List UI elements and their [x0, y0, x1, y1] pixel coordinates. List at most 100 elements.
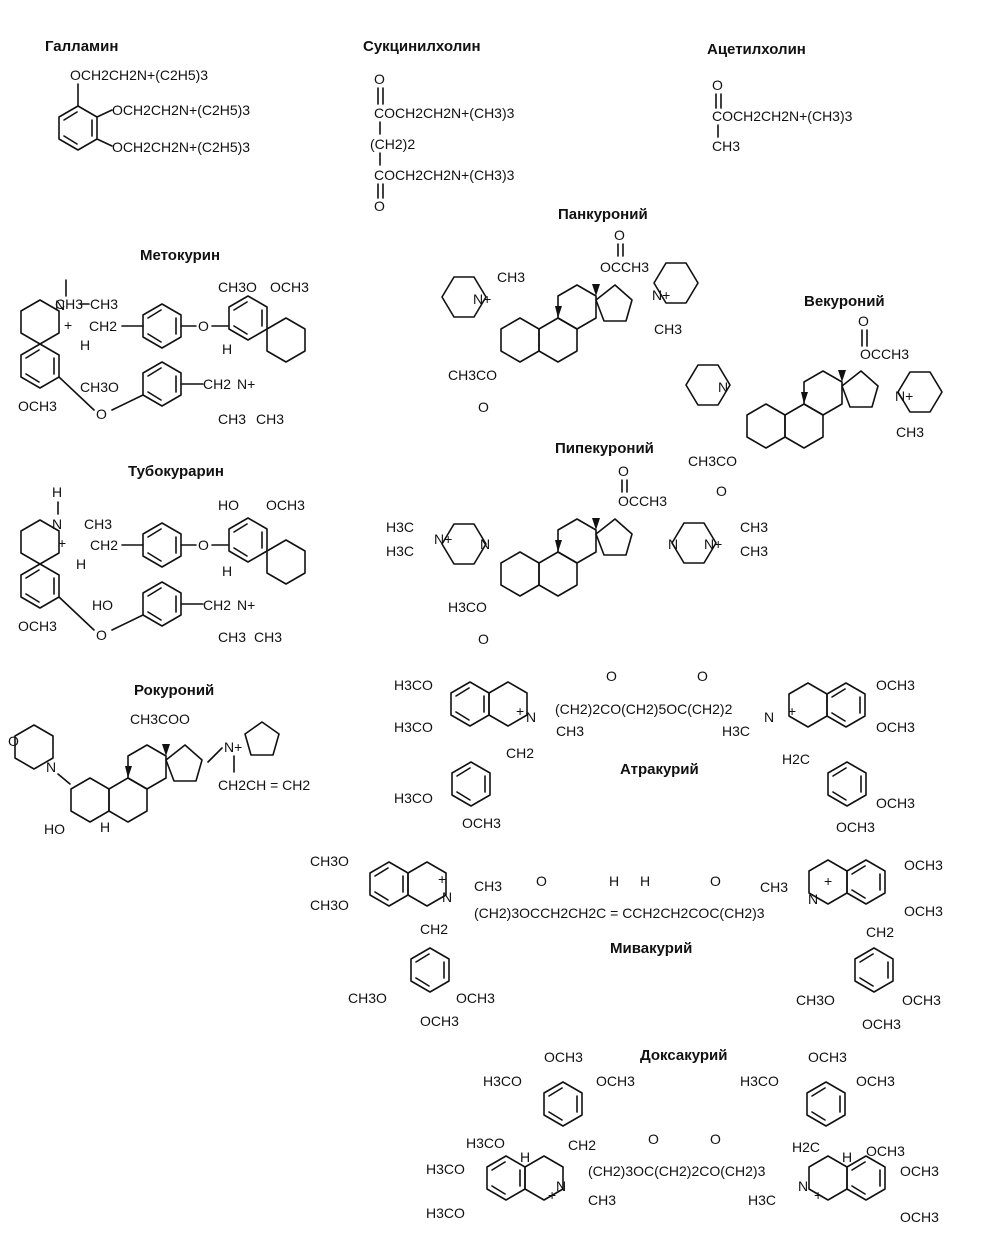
vecuronium-n-left: N: [718, 379, 728, 395]
mivacurium-methyl-left: CH3: [474, 878, 502, 894]
mivacurium-linker: (CH2)3OCCH2CH2C = CCH2CH2COC(CH2)3: [474, 905, 765, 921]
compound-name-atracurium: Атракурий: [620, 761, 699, 778]
tubocurarine-h-left: H: [76, 556, 86, 572]
rocuronium-structure: Рокуроний O N CH3COO N+ CH2CH = CH2 HO H: [8, 682, 310, 837]
mivacurium-methoxy-4: OCH3: [904, 903, 943, 919]
pancuronium-acetoxy-top: OCCH3: [600, 259, 649, 275]
doxacurium-ch2-right: H2C: [792, 1139, 820, 1155]
acetylcholine-ester: COCH2CH2N+(CH3)3: [712, 108, 853, 124]
metocurine-methoxy-4: OCH3: [18, 398, 57, 414]
metocurine-n-left: N: [55, 297, 65, 313]
mivacurium-structure: CH3O CH3O N + CH3 (CH2)3OCCH2CH2C = CCH2…: [310, 853, 943, 1032]
doxacurium-n-right: N: [798, 1178, 808, 1194]
metocurine-n-methyl-top: CH3: [55, 296, 83, 312]
rocuronium-hydroxy: HO: [44, 821, 65, 837]
doxacurium-ch2-left: CH2: [568, 1137, 596, 1153]
doxacurium-methoxy-9: H3CO: [426, 1205, 465, 1221]
compound-name-metocurine: Метокурин: [140, 247, 220, 264]
mivacurium-ch2-left: CH2: [420, 921, 448, 937]
gallamine-group-1: OCH2CH2N+(C2H5)3: [70, 67, 208, 83]
metocurine-h-left: H: [80, 337, 90, 353]
succinylcholine-ester-2: COCH2CH2N+(CH3)3: [374, 167, 515, 183]
metocurine-ch2-right: CH2: [203, 376, 231, 392]
mivacurium-n-left: N: [442, 889, 452, 905]
atracurium-methyl-right: H3C: [722, 723, 750, 739]
pipecuronium-methyl-1: H3C: [386, 519, 414, 535]
doxacurium-structure: Доксакурий OCH3 H3CO OCH3 CH2 OCH3 H3CO …: [426, 1047, 939, 1225]
vecuronium-structure: Векуроний O OCCH3 N N+ CH3 CH3CO O: [685, 293, 943, 499]
doxacurium-methoxy-10: OCH3: [866, 1143, 905, 1159]
atracurium-methoxy-7: OCH3: [876, 795, 915, 811]
compound-name-tubocurarine: Тубокурарин: [128, 463, 224, 480]
mivacurium-methoxy-3: OCH3: [904, 857, 943, 873]
tubocurarine-methoxy-2: OCH3: [18, 618, 57, 634]
metocurine-methoxy-3: CH3O: [80, 379, 119, 395]
atracurium-methoxy-5: H3CO: [394, 790, 433, 806]
compound-name-doxacurium: Доксакурий: [640, 1047, 727, 1064]
pipecuronium-structure: Пипекуроний O OCCH3 H3C H3C N+ N N N+ CH…: [386, 440, 768, 647]
doxacurium-methoxy-8: H3CO: [426, 1161, 465, 1177]
metocurine-ch2-left: CH2: [89, 318, 117, 334]
tubocurarine-n-methyl-2: CH3: [218, 629, 246, 645]
atracurium-methoxy-6: OCH3: [462, 815, 501, 831]
doxacurium-methoxy-4: OCH3: [808, 1049, 847, 1065]
tubocurarine-ch2-left: CH2: [90, 537, 118, 553]
gallamine-group-2: OCH2CH2N+(C2H5)3: [112, 102, 250, 118]
mivacurium-methoxy-5: CH3O: [348, 990, 387, 1006]
mivacurium-methoxy-1: CH3O: [310, 853, 349, 869]
metocurine-n-methyl-4: CH3: [256, 411, 284, 427]
rocuronium-allyl: CH2CH = CH2: [218, 777, 310, 793]
rocuronium-morpholine-o: O: [8, 733, 19, 749]
atracurium-charge-left: +: [516, 703, 524, 719]
succinylcholine-structure: Сукцинилхолин O COCH2CH2N+(CH3)3 (CH2)2 …: [363, 38, 515, 214]
mivacurium-oxygen-2: O: [710, 873, 721, 889]
doxacurium-methoxy-2: H3CO: [483, 1073, 522, 1089]
metocurine-methoxy-1: CH3O: [218, 279, 257, 295]
doxacurium-methyl-right: H3C: [748, 1192, 776, 1208]
atracurium-linker: (CH2)2CO(CH2)5OC(CH2)2: [555, 701, 733, 717]
tubocurarine-ch2-right: CH2: [203, 597, 231, 613]
doxacurium-oxygen-1: O: [648, 1131, 659, 1147]
pancuronium-methyl-right: CH3: [654, 321, 682, 337]
mivacurium-charge-left: +: [438, 871, 446, 887]
atracurium-oxygen-1: O: [606, 668, 617, 684]
atracurium-ch2-right: H2C: [782, 751, 810, 767]
succinylcholine-chain: (CH2)2: [370, 136, 415, 152]
tubocurarine-n-methyl-3: CH3: [254, 629, 282, 645]
rocuronium-acetoxy: CH3COO: [130, 711, 190, 727]
compound-name-vecuronium: Векуроний: [804, 293, 885, 310]
vecuronium-oxygen: O: [858, 313, 869, 329]
atracurium-charge-right: +: [788, 703, 796, 719]
pancuronium-acetoxy-bottom: CH3CO: [448, 367, 497, 383]
rocuronium-morpholine-n: N: [46, 759, 56, 775]
doxacurium-methoxy-11: OCH3: [900, 1163, 939, 1179]
acetylcholine-methyl: CH3: [712, 138, 740, 154]
atracurium-structure: H3CO H3CO N + CH3 (CH2)2CO(CH2)5OC(CH2)2…: [394, 668, 915, 835]
metocurine-ether-o-top: O: [198, 318, 209, 334]
vecuronium-n-right: N+: [895, 388, 913, 404]
mivacurium-vinyl-h-2: H: [640, 873, 650, 889]
metocurine-structure: Метокурин CH3 . N CH3 + CH2 H O CH3O OCH…: [18, 247, 309, 427]
mivacurium-methoxy-9: OCH3: [902, 992, 941, 1008]
atracurium-methoxy-8: OCH3: [836, 819, 875, 835]
mivacurium-methoxy-10: OCH3: [862, 1016, 901, 1032]
mivacurium-vinyl-h-1: H: [609, 873, 619, 889]
tubocurarine-charge-left: +: [58, 535, 66, 551]
tubocurarine-h-top: H: [52, 484, 62, 500]
pancuronium-oxygen-bottom: O: [478, 399, 489, 415]
compound-name-mivacurium: Мивакурий: [610, 940, 692, 957]
mivacurium-n-right: N: [808, 891, 818, 907]
atracurium-n-left: N: [526, 709, 536, 725]
compound-name-pipecuronium: Пипекуроний: [555, 440, 654, 457]
pancuronium-methyl-left: CH3: [497, 269, 525, 285]
metocurine-n-methyl-3: CH3: [218, 411, 246, 427]
tubocurarine-ether-o-bottom: O: [96, 627, 107, 643]
vecuronium-acetoxy-top: OCCH3: [860, 346, 909, 362]
mivacurium-methyl-right: CH3: [760, 879, 788, 895]
pipecuronium-methyl-2: H3C: [386, 543, 414, 559]
tubocurarine-n-left: N: [52, 516, 62, 532]
metocurine-n-methyl-right: CH3: [90, 296, 118, 312]
doxacurium-methyl-left: CH3: [588, 1192, 616, 1208]
compound-name-pancuronium: Панкуроний: [558, 206, 648, 223]
